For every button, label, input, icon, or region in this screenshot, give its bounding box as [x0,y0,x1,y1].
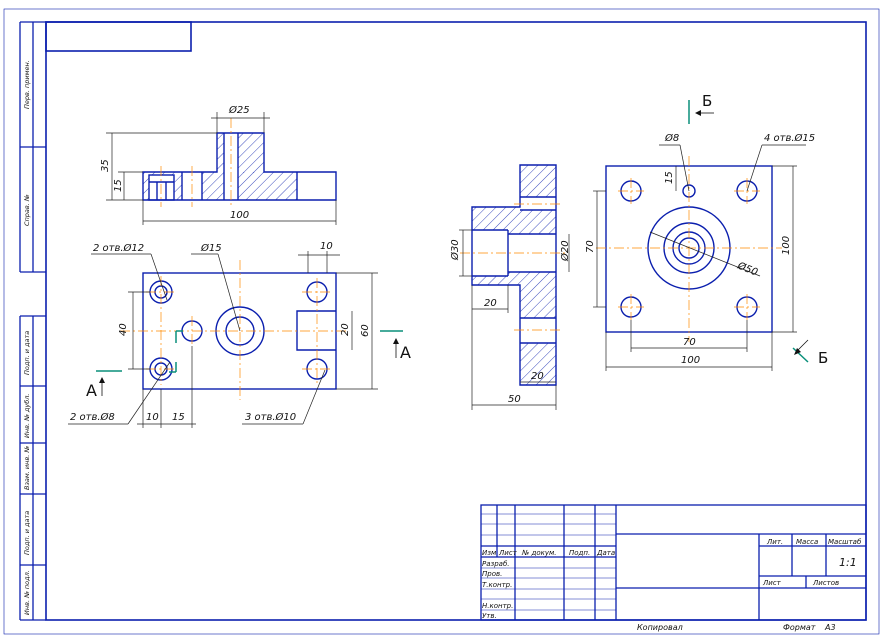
dim-d30: Ø30 [449,239,461,261]
top-view: 2 отв.Ø12 Ø15 10 40 20 60 2 отв.Ø8 10 15… [68,241,411,428]
strip-label-first-use: Перв. примен. [23,60,31,109]
strip-label-sign-date-1: Подп. и дата [23,331,31,375]
tb-header-list: Лист [498,549,518,557]
dim-w70: 70 [683,337,696,348]
strip-label-sign-date-2: Подп. и дата [23,511,31,555]
tb-lit: Лит. [766,538,783,546]
footer-format-value: А3 [824,623,836,632]
tb-role-checker: Пров. [482,570,502,578]
section-letter-b-top: Б [702,92,712,110]
dim-w20a: 20 [484,298,497,309]
tb-scale: Масштаб [828,538,862,546]
tb-role-tech-control: Т.контр. [482,581,512,589]
dim-h20: 20 [340,323,351,336]
front-view: Ø25 35 15 100 [100,104,337,225]
tb-role-approver: Утв. [482,612,497,620]
binding-strip: Перв. примен. Справ. № Подп. и дата Инв.… [19,21,46,621]
dim-d20: Ø20 [559,240,571,262]
sheet-footer: Копировал Формат А3 [637,623,836,632]
tb-role-developer: Разраб. [482,560,510,568]
tb-header-doc: № докум. [521,549,557,557]
dim-h15: 15 [113,179,124,192]
tb-header-sign: Подп. [569,549,590,557]
dim-d50: Ø50 [735,259,760,278]
dim-x10: 10 [146,412,159,423]
section-letter-b-bottom: Б [818,349,828,367]
dim-h100: 100 [781,236,792,255]
tb-sheets: Листов [812,579,839,587]
tb-role-norm-control: Н.контр. [482,602,513,610]
dim-h70: 70 [585,240,596,253]
dim-d15: Ø15 [200,242,222,254]
dim-x15: 15 [172,412,185,423]
tb-mass: Масса [796,538,818,546]
dim-w20b: 20 [531,371,544,382]
dim-w100: 100 [681,355,700,366]
section-mark-a: А А [86,330,411,400]
dim-w50: 50 [508,394,521,405]
dim-w10: 10 [320,241,333,252]
dim-h40: 40 [118,323,129,336]
label-holes-d8: 2 отв.Ø8 [70,411,115,423]
strip-label-dup-inv: Инв. № дубл. [23,394,31,438]
label-holes-d12: 2 отв.Ø12 [93,242,144,254]
dim-h60: 60 [360,324,371,337]
dim-h15: 15 [664,171,675,184]
right-view: Ø8 4 отв.Ø15 15 70 100 Ø50 70 100 Б Б [585,92,828,371]
label-holes-d10: 3 отв.Ø10 [245,411,296,423]
dim-w100: 100 [230,210,249,221]
dim-h35: 35 [100,159,111,172]
tb-scale-value: 1:1 [839,556,857,569]
label-holes-d15: 4 отв.Ø15 [764,132,815,144]
title-block: Изм Лист № докум. Подп. Дата Разраб. Про… [480,504,867,621]
side-view: Ø30 Ø20 20 20 50 [449,164,571,410]
footer-format: Формат [783,623,816,632]
strip-label-orig-inv: Инв. № подл. [23,570,31,615]
footer-copied: Копировал [637,623,683,632]
strip-label-repl-inv: Взам. инв. № [23,446,31,490]
dim-d25: Ø25 [228,104,250,116]
section-mark-b: Б Б [688,92,828,367]
strip-label-ref-no: Справ. № [23,194,31,226]
section-letter-a-right: А [400,343,411,362]
dim-d8: Ø8 [664,132,679,144]
tb-header-izm: Изм [482,549,497,557]
sheet-frame [3,8,880,635]
tb-sheet: Лист [762,579,782,587]
tb-header-date: Дата [596,549,615,557]
section-letter-a-left: А [86,381,97,400]
